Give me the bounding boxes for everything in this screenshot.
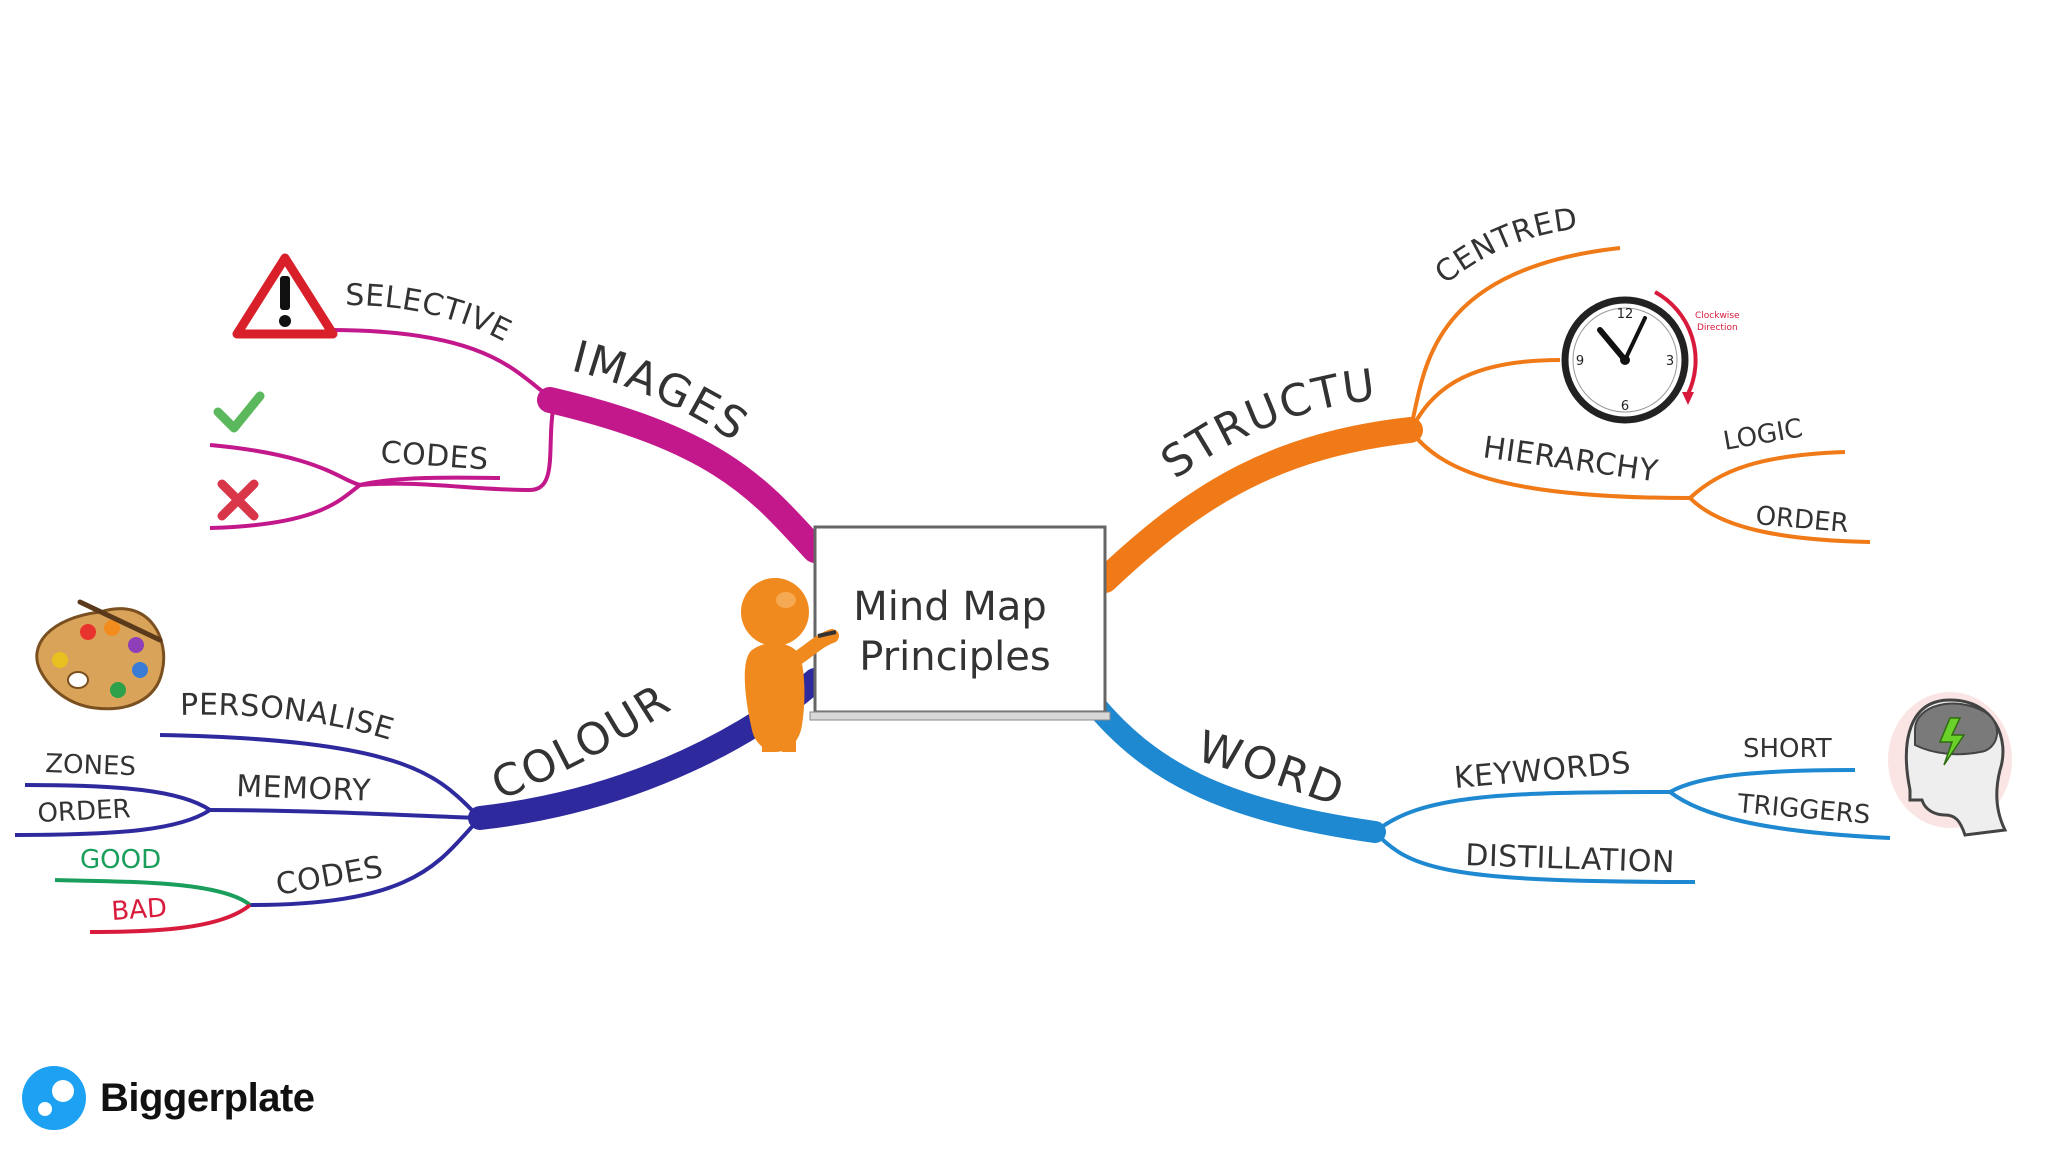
memory-order-label: ORDER [37,794,131,829]
hierarchy-branch [1408,428,1691,500]
logic-branch [1688,450,1846,500]
memory-label: MEMORY [236,769,372,809]
head-icon [1888,692,2012,837]
images-codes-label: CODES [379,435,489,477]
brand-name[interactable]: Biggerplate [100,1075,315,1120]
palette-icon [35,599,166,711]
distillation-branch [1373,830,1696,884]
clock-branch [1410,358,1561,429]
words-branch: WORDS KEYWORDS SHORT TRIGGERS DISTILLATI… [0,0,1891,884]
distillation-label: DISTILLATION [1465,838,1676,880]
words-main-branch [1084,694,1386,843]
clock-note-2: Direction [1697,323,1738,333]
centred-branch [1408,246,1621,431]
images-selective-branch [329,328,556,402]
center-node: Mind Map Principles [809,525,1111,721]
svg-text:12: 12 [1617,307,1634,322]
bad-label: BAD [110,893,168,927]
svg-text:3: 3 [1666,354,1674,369]
short-label: SHORT [1743,734,1832,764]
hierarchy-label: HIERARCHY [1481,430,1661,489]
biggerplate-logo-icon [22,1066,86,1130]
memory-branch [209,808,481,820]
colour-branch: COLOUR PERSONALISE MEMORY ZONES ORDER CO… [14,668,827,934]
cross-icon [217,479,259,521]
clock-note-1: Clockwise [1695,311,1740,321]
center-title-line1: Mind Map [853,584,1047,630]
figure-icon [741,578,839,752]
structure-main-branch [1092,417,1423,593]
svg-text:6: 6 [1621,399,1629,414]
warning-icon [232,253,338,339]
short-branch [1669,768,1856,794]
svg-text:9: 9 [1576,354,1584,369]
images-codes-branch [359,475,501,487]
clock-icon: 12 3 6 9 Clockwise Direction [1561,290,1740,424]
keywords-branch [1373,790,1671,834]
colour-codes-branch [249,816,482,907]
keywords-label: KEYWORDS [1453,746,1633,796]
images-main-branch [537,387,828,563]
center-title-line2: Principles [859,634,1050,680]
personalise-branch [159,733,482,820]
bad-branch [89,903,252,934]
personalise-label: PERSONALISE [180,688,398,748]
zones-label: ZONES [45,749,137,782]
structure-order-branch [1688,496,1871,544]
triggers-branch [1668,790,1891,840]
check-icon [213,391,265,433]
good-branch [54,878,252,907]
brand-footer: Biggerplate [22,1066,315,1130]
logic-label: LOGIC [1721,413,1805,456]
good-label: GOOD [80,845,161,875]
